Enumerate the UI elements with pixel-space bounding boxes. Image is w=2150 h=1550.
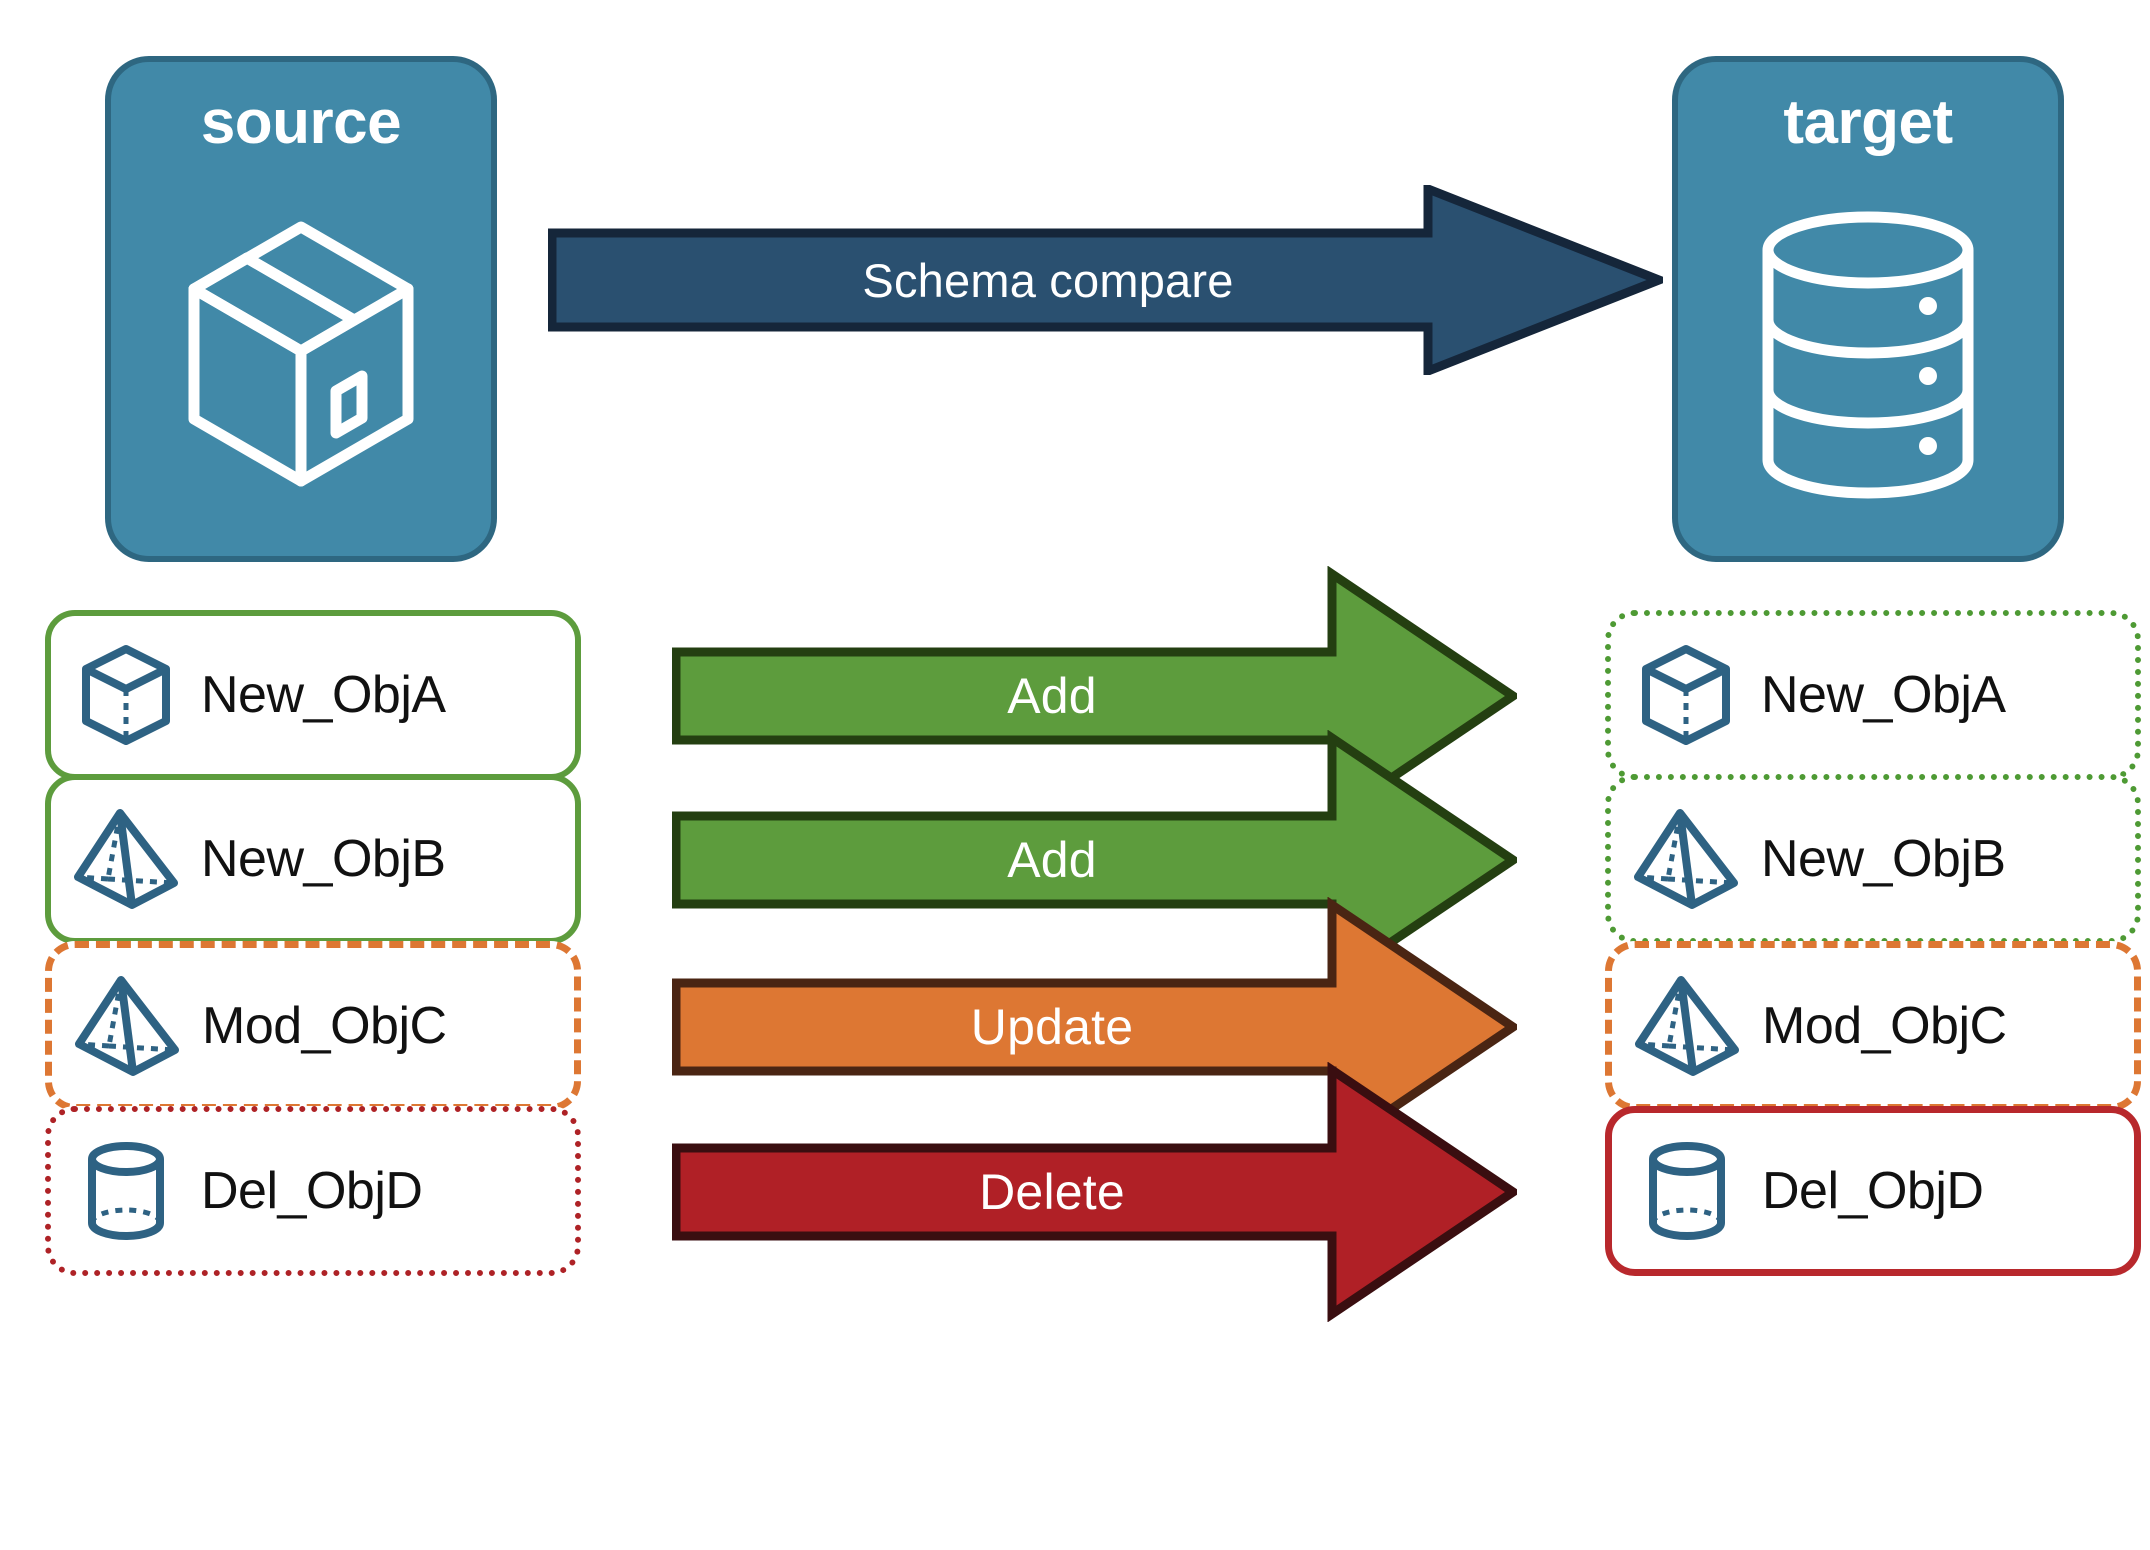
wireframe-cylinder-icon (51, 1137, 201, 1245)
source-object-card[interactable]: New_ObjB (45, 774, 581, 944)
source-title: source (200, 88, 402, 157)
source-object-label: Mod_ObjC (202, 997, 447, 1055)
source-object-label: New_ObjA (201, 666, 446, 724)
target-object-label: New_ObjA (1761, 666, 2006, 724)
source-object-label: Del_ObjD (201, 1162, 423, 1220)
action-arrow-delete[interactable]: Delete (672, 1062, 1517, 1322)
target-title: target (1783, 88, 1953, 157)
source-endpoint-card[interactable]: source (105, 56, 497, 562)
target-endpoint-card[interactable]: target (1672, 56, 2064, 562)
schema-compare-arrow[interactable]: Schema compare (548, 185, 1663, 375)
target-object-label: Del_ObjD (1762, 1162, 1984, 1220)
target-object-label: New_ObjB (1761, 830, 2006, 888)
target-object-card[interactable]: New_ObjB (1605, 774, 2141, 944)
source-object-card[interactable]: New_ObjA (45, 610, 581, 780)
compare-row: Del_ObjD Delete Del_ObjD (0, 1062, 2150, 1322)
target-object-card[interactable]: Del_ObjD (1605, 1106, 2141, 1276)
wireframe-cube-icon (51, 641, 201, 749)
target-object-card[interactable]: New_ObjA (1605, 610, 2141, 780)
source-object-card[interactable]: Del_ObjD (45, 1106, 581, 1276)
source-object-card[interactable]: Mod_ObjC (45, 941, 581, 1111)
compare-row: New_ObjA Add (0, 566, 2150, 826)
database-cylinder-icon (1678, 154, 2058, 556)
wireframe-cube-icon (1611, 641, 1761, 749)
wireframe-pyramid-icon (1611, 805, 1761, 913)
wireframe-pyramid-icon (51, 805, 201, 913)
wireframe-pyramid-icon (1612, 972, 1762, 1080)
source-object-label: New_ObjB (201, 830, 446, 888)
wireframe-cylinder-icon (1612, 1137, 1762, 1245)
target-object-card[interactable]: Mod_ObjC (1605, 941, 2141, 1111)
target-object-label: Mod_ObjC (1762, 997, 2007, 1055)
wireframe-pyramid-icon (52, 972, 202, 1080)
package-cube-icon (111, 154, 491, 556)
